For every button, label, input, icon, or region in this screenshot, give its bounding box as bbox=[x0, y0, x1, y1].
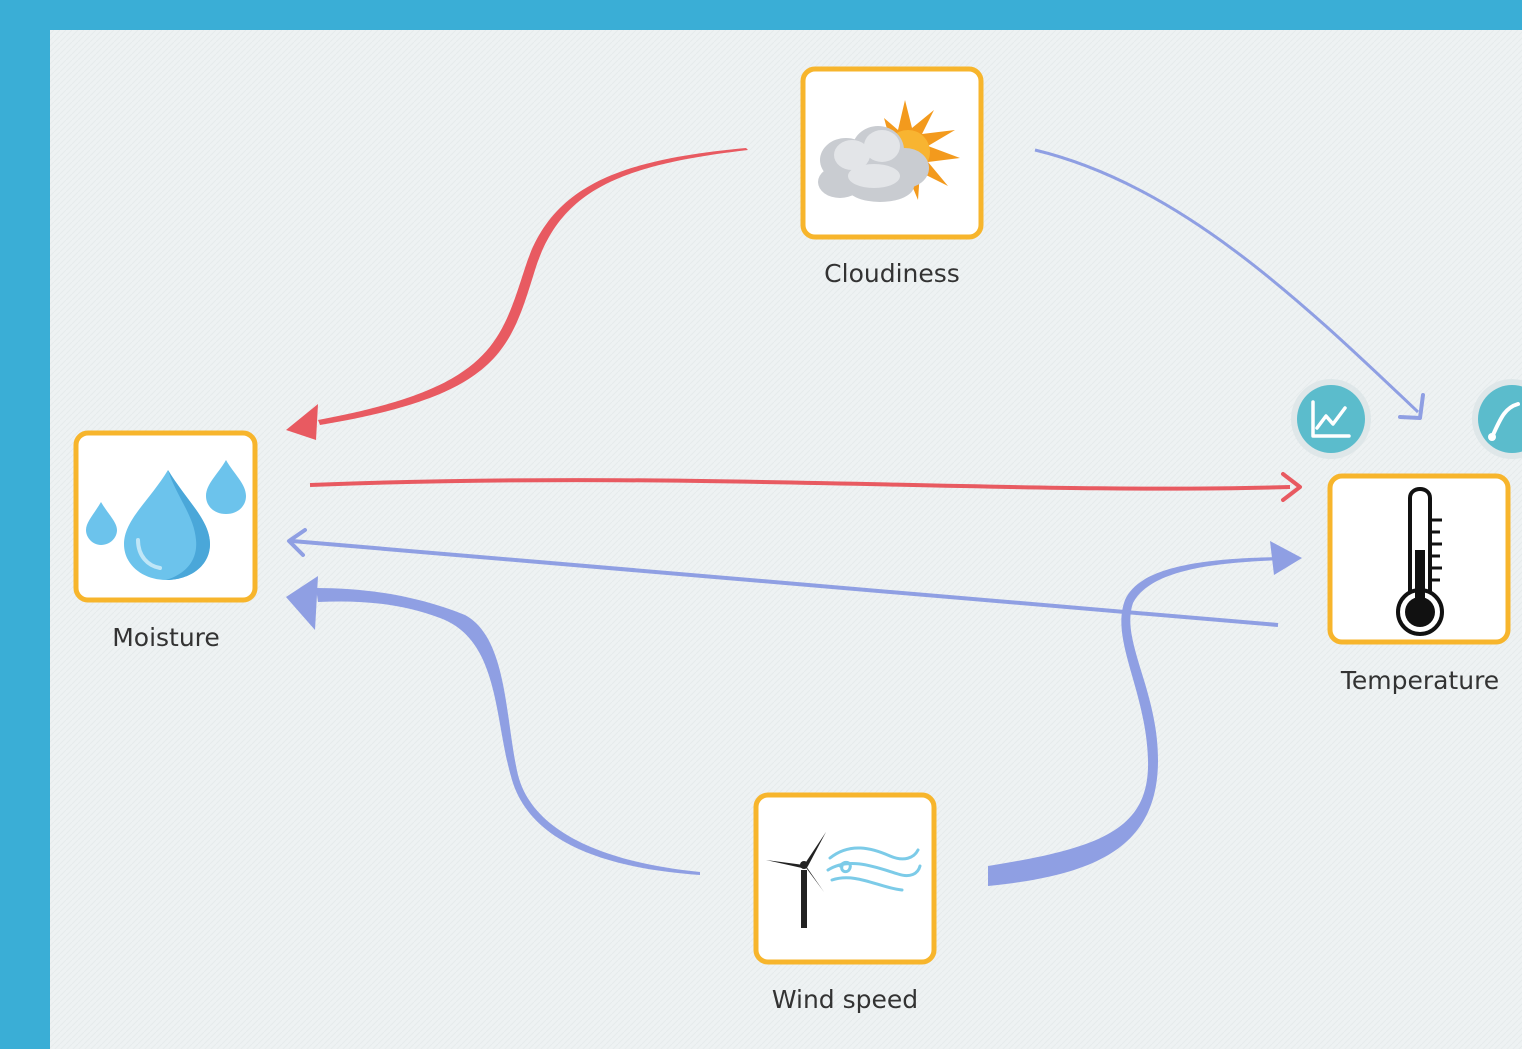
arrowhead-wind-to-moisture bbox=[286, 576, 318, 630]
node-temperature[interactable] bbox=[1327, 473, 1511, 645]
link-wind-to-moisture[interactable] bbox=[316, 588, 700, 875]
thermometer-icon bbox=[1396, 487, 1444, 636]
arrowhead-moisture-to-temperature bbox=[1281, 472, 1302, 502]
node-wind-speed[interactable] bbox=[753, 792, 937, 965]
link-cloudiness-to-temperature[interactable] bbox=[1034, 148, 1420, 414]
arrowhead-temperature-to-moisture bbox=[287, 528, 307, 557]
wind-turbine-icon bbox=[766, 832, 922, 928]
chart-tool-button[interactable] bbox=[1291, 379, 1371, 459]
node-label-moisture: Moisture bbox=[112, 623, 220, 652]
curve-tool-button[interactable] bbox=[1472, 379, 1522, 459]
node-cloudiness[interactable] bbox=[800, 66, 984, 240]
node-moisture[interactable] bbox=[73, 430, 258, 603]
chart-icon bbox=[1311, 400, 1351, 438]
arrowhead-cloudiness-to-temperature bbox=[1398, 393, 1425, 420]
link-temperature-to-moisture[interactable] bbox=[291, 539, 1279, 627]
arrowhead-cloudiness-to-moisture bbox=[286, 404, 318, 440]
arrowhead-wind-to-temperature bbox=[1270, 541, 1302, 575]
node-label-wind-speed: Wind speed bbox=[772, 985, 918, 1014]
link-moisture-to-temperature[interactable] bbox=[309, 478, 1291, 491]
node-label-cloudiness: Cloudiness bbox=[824, 259, 960, 288]
node-label-temperature: Temperature bbox=[1340, 666, 1499, 695]
water-drops-icon bbox=[86, 460, 246, 580]
link-wind-to-temperature[interactable] bbox=[988, 557, 1285, 886]
curve-icon bbox=[1490, 402, 1520, 439]
cloud-sun-icon bbox=[818, 100, 960, 202]
